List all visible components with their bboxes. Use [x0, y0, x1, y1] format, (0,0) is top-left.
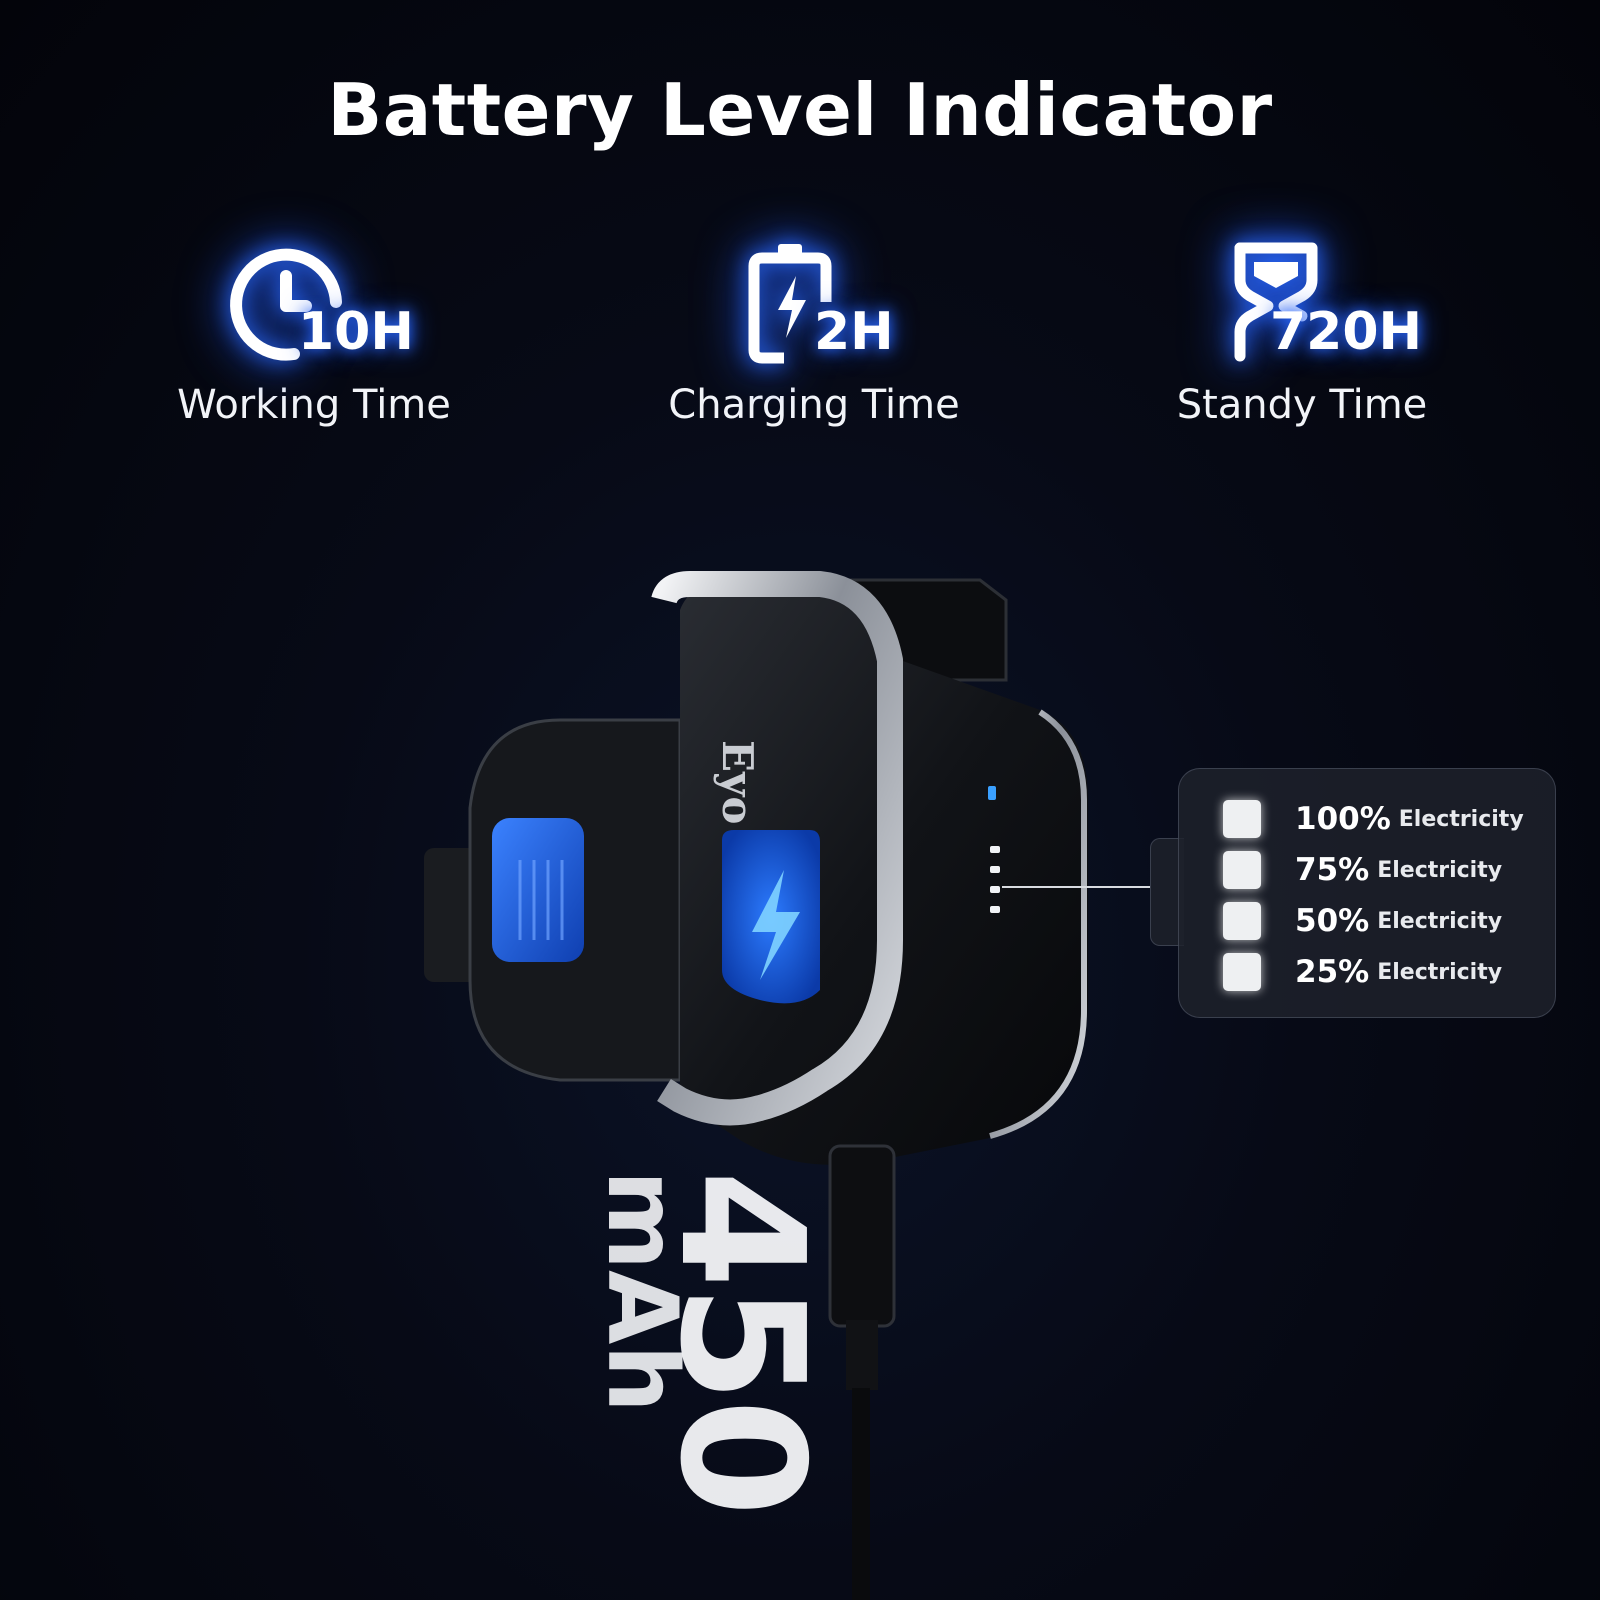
legend-word: Electricity — [1377, 857, 1503, 883]
page-title: Battery Level Indicator — [327, 68, 1273, 152]
level-led-box — [1223, 953, 1261, 991]
stat-charging-time: 2H Charging Time — [634, 240, 994, 428]
trigger-button — [492, 818, 584, 962]
standby-time-label: Standy Time — [1176, 382, 1428, 428]
stat-working-time: 10H Working Time — [134, 240, 494, 428]
clock-icon — [230, 248, 342, 361]
silver-rim — [651, 571, 903, 1126]
usb-cable — [852, 1388, 870, 1600]
level-led-box — [1223, 800, 1261, 838]
legend-percent: 50% — [1295, 903, 1370, 939]
stat-standby-time: 720H Standy Time — [1122, 240, 1482, 428]
battery-level-leds — [990, 846, 1000, 913]
brand-logo-text: Eyo — [713, 740, 762, 825]
capacity-unit: mAh — [586, 1170, 698, 1413]
level-led-box — [1223, 851, 1261, 889]
legend-word: Electricity — [1377, 959, 1503, 985]
legend-row-50: 50% Electricity — [1223, 901, 1502, 941]
legend-row-25: 25% Electricity — [1223, 952, 1502, 992]
charging-time-value: 2H — [814, 302, 894, 362]
working-time-label: Working Time — [177, 382, 451, 428]
working-time-value: 10H — [298, 302, 414, 362]
battery-level-legend: 100% Electricity 75% Electricity 50% Ele… — [1178, 768, 1556, 1018]
hourglass-icon — [1234, 242, 1318, 362]
legend-row-100: 100% Electricity — [1223, 799, 1524, 839]
level-led-box — [1223, 902, 1261, 940]
legend-word: Electricity — [1377, 908, 1503, 934]
legend-word: Electricity — [1398, 806, 1524, 832]
legend-percent: 75% — [1295, 852, 1370, 888]
legend-percent: 100% — [1295, 801, 1391, 837]
standby-time-value: 720H — [1270, 302, 1423, 362]
legend-connector-line — [1002, 886, 1150, 888]
legend-row-75: 75% Electricity — [1223, 850, 1502, 890]
status-led — [988, 786, 996, 800]
legend-percent: 25% — [1295, 954, 1370, 990]
battery-charging-icon — [748, 244, 832, 364]
charging-time-label: Charging Time — [668, 382, 960, 428]
lightning-icon — [752, 870, 800, 980]
